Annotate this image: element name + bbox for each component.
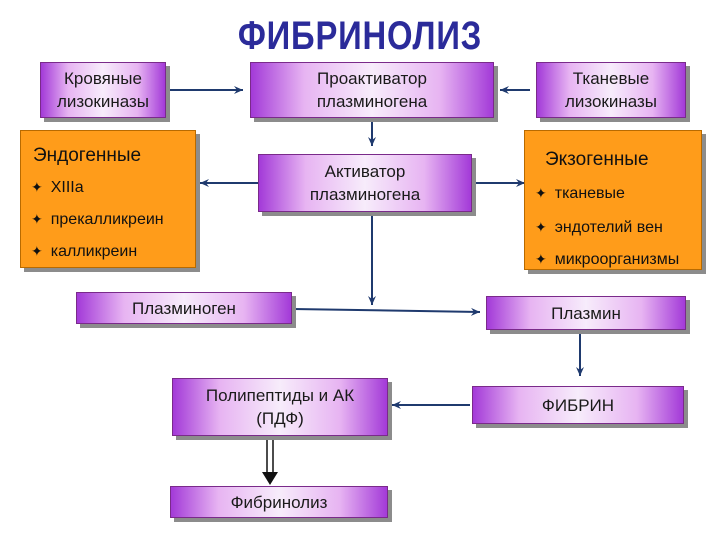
endogenous-box: Эндогенные ✦ XIIIa ✦ прекалликреин ✦ каллик…: [20, 130, 196, 268]
plasmin-label: Плазмин: [551, 303, 621, 323]
proactivator-line-2: плазминогена: [316, 92, 428, 111]
activator-line-1: Активатор: [324, 162, 406, 181]
exogenous-item-label: эндотелий вен: [554, 219, 663, 236]
endogenous-heading: Эндогенные: [33, 145, 142, 166]
four-point-star-icon: ✦: [535, 185, 547, 201]
plasminogen-label: Плазминоген: [132, 298, 236, 318]
endogenous-item-label: калликреин: [50, 243, 138, 260]
four-point-star-icon: ✦: [31, 243, 43, 259]
exogenous-box: Экзогенные ✦ тканевые ✦ эндотелий вен ✦ мик…: [524, 130, 702, 270]
diagram-title: ФИБРИНОЛИЗ: [237, 14, 483, 58]
proactivator-box: Проактиватор плазминогена: [250, 62, 494, 118]
plasmin-box: Плазмин: [486, 296, 686, 330]
tissue-lysokinases-box: Тканевые лизокиназы: [536, 62, 686, 118]
exogenous-item: ✦ тканевые: [535, 185, 625, 203]
four-point-star-icon: ✦: [535, 251, 547, 267]
blood-lysokinases-box: Кровяные лизокиназы: [40, 62, 166, 118]
arrow-plasminogen-to-plasmin: [292, 307, 481, 316]
blood-lysokinases-line-1: Кровяные: [64, 69, 142, 88]
exogenous-item-label: тканевые: [554, 185, 625, 202]
endogenous-item-label: прекалликреин: [50, 211, 164, 228]
fibrin-label: ФИБРИН: [541, 395, 615, 415]
plasminogen-box: Плазминоген: [76, 292, 292, 324]
endogenous-item-label: XIIIa: [50, 179, 84, 196]
fibrin-box: ФИБРИН: [472, 386, 684, 424]
polypeptides-line-1: Полипептиды и АК: [205, 386, 355, 405]
proactivator-line-1: Проактиватор: [317, 69, 427, 88]
exogenous-item: ✦ микроорганизмы: [535, 251, 679, 269]
exogenous-item: ✦ эндотелий вен: [535, 219, 663, 237]
activator-box: Активатор плазминогена: [258, 154, 472, 212]
endogenous-item: ✦ прекалликреин: [31, 211, 164, 229]
exogenous-item-label: микроорганизмы: [554, 251, 680, 268]
polypeptides-box: Полипептиды и АК (ПДФ): [172, 378, 388, 436]
blood-lysokinases-line-2: лизокиназы: [56, 92, 150, 111]
fibrinolysis-label: Фибринолиз: [230, 492, 328, 512]
endogenous-item: ✦ калликреин: [31, 243, 137, 261]
four-point-star-icon: ✦: [535, 219, 547, 235]
four-point-star-icon: ✦: [31, 211, 43, 227]
exogenous-heading: Экзогенные: [545, 149, 649, 170]
fibrinolysis-box: Фибринолиз: [170, 486, 388, 518]
endogenous-item: ✦ XIIIa: [31, 179, 84, 197]
activator-line-2: плазминогена: [309, 185, 421, 204]
tissue-lysokinases-line-2: лизокиназы: [564, 92, 658, 111]
tissue-lysokinases-line-1: Тканевые: [572, 69, 650, 88]
four-point-star-icon: ✦: [31, 179, 43, 195]
double-arrow-to-fibrinolysis: [262, 440, 278, 485]
polypeptides-line-2: (ПДФ): [256, 409, 304, 428]
